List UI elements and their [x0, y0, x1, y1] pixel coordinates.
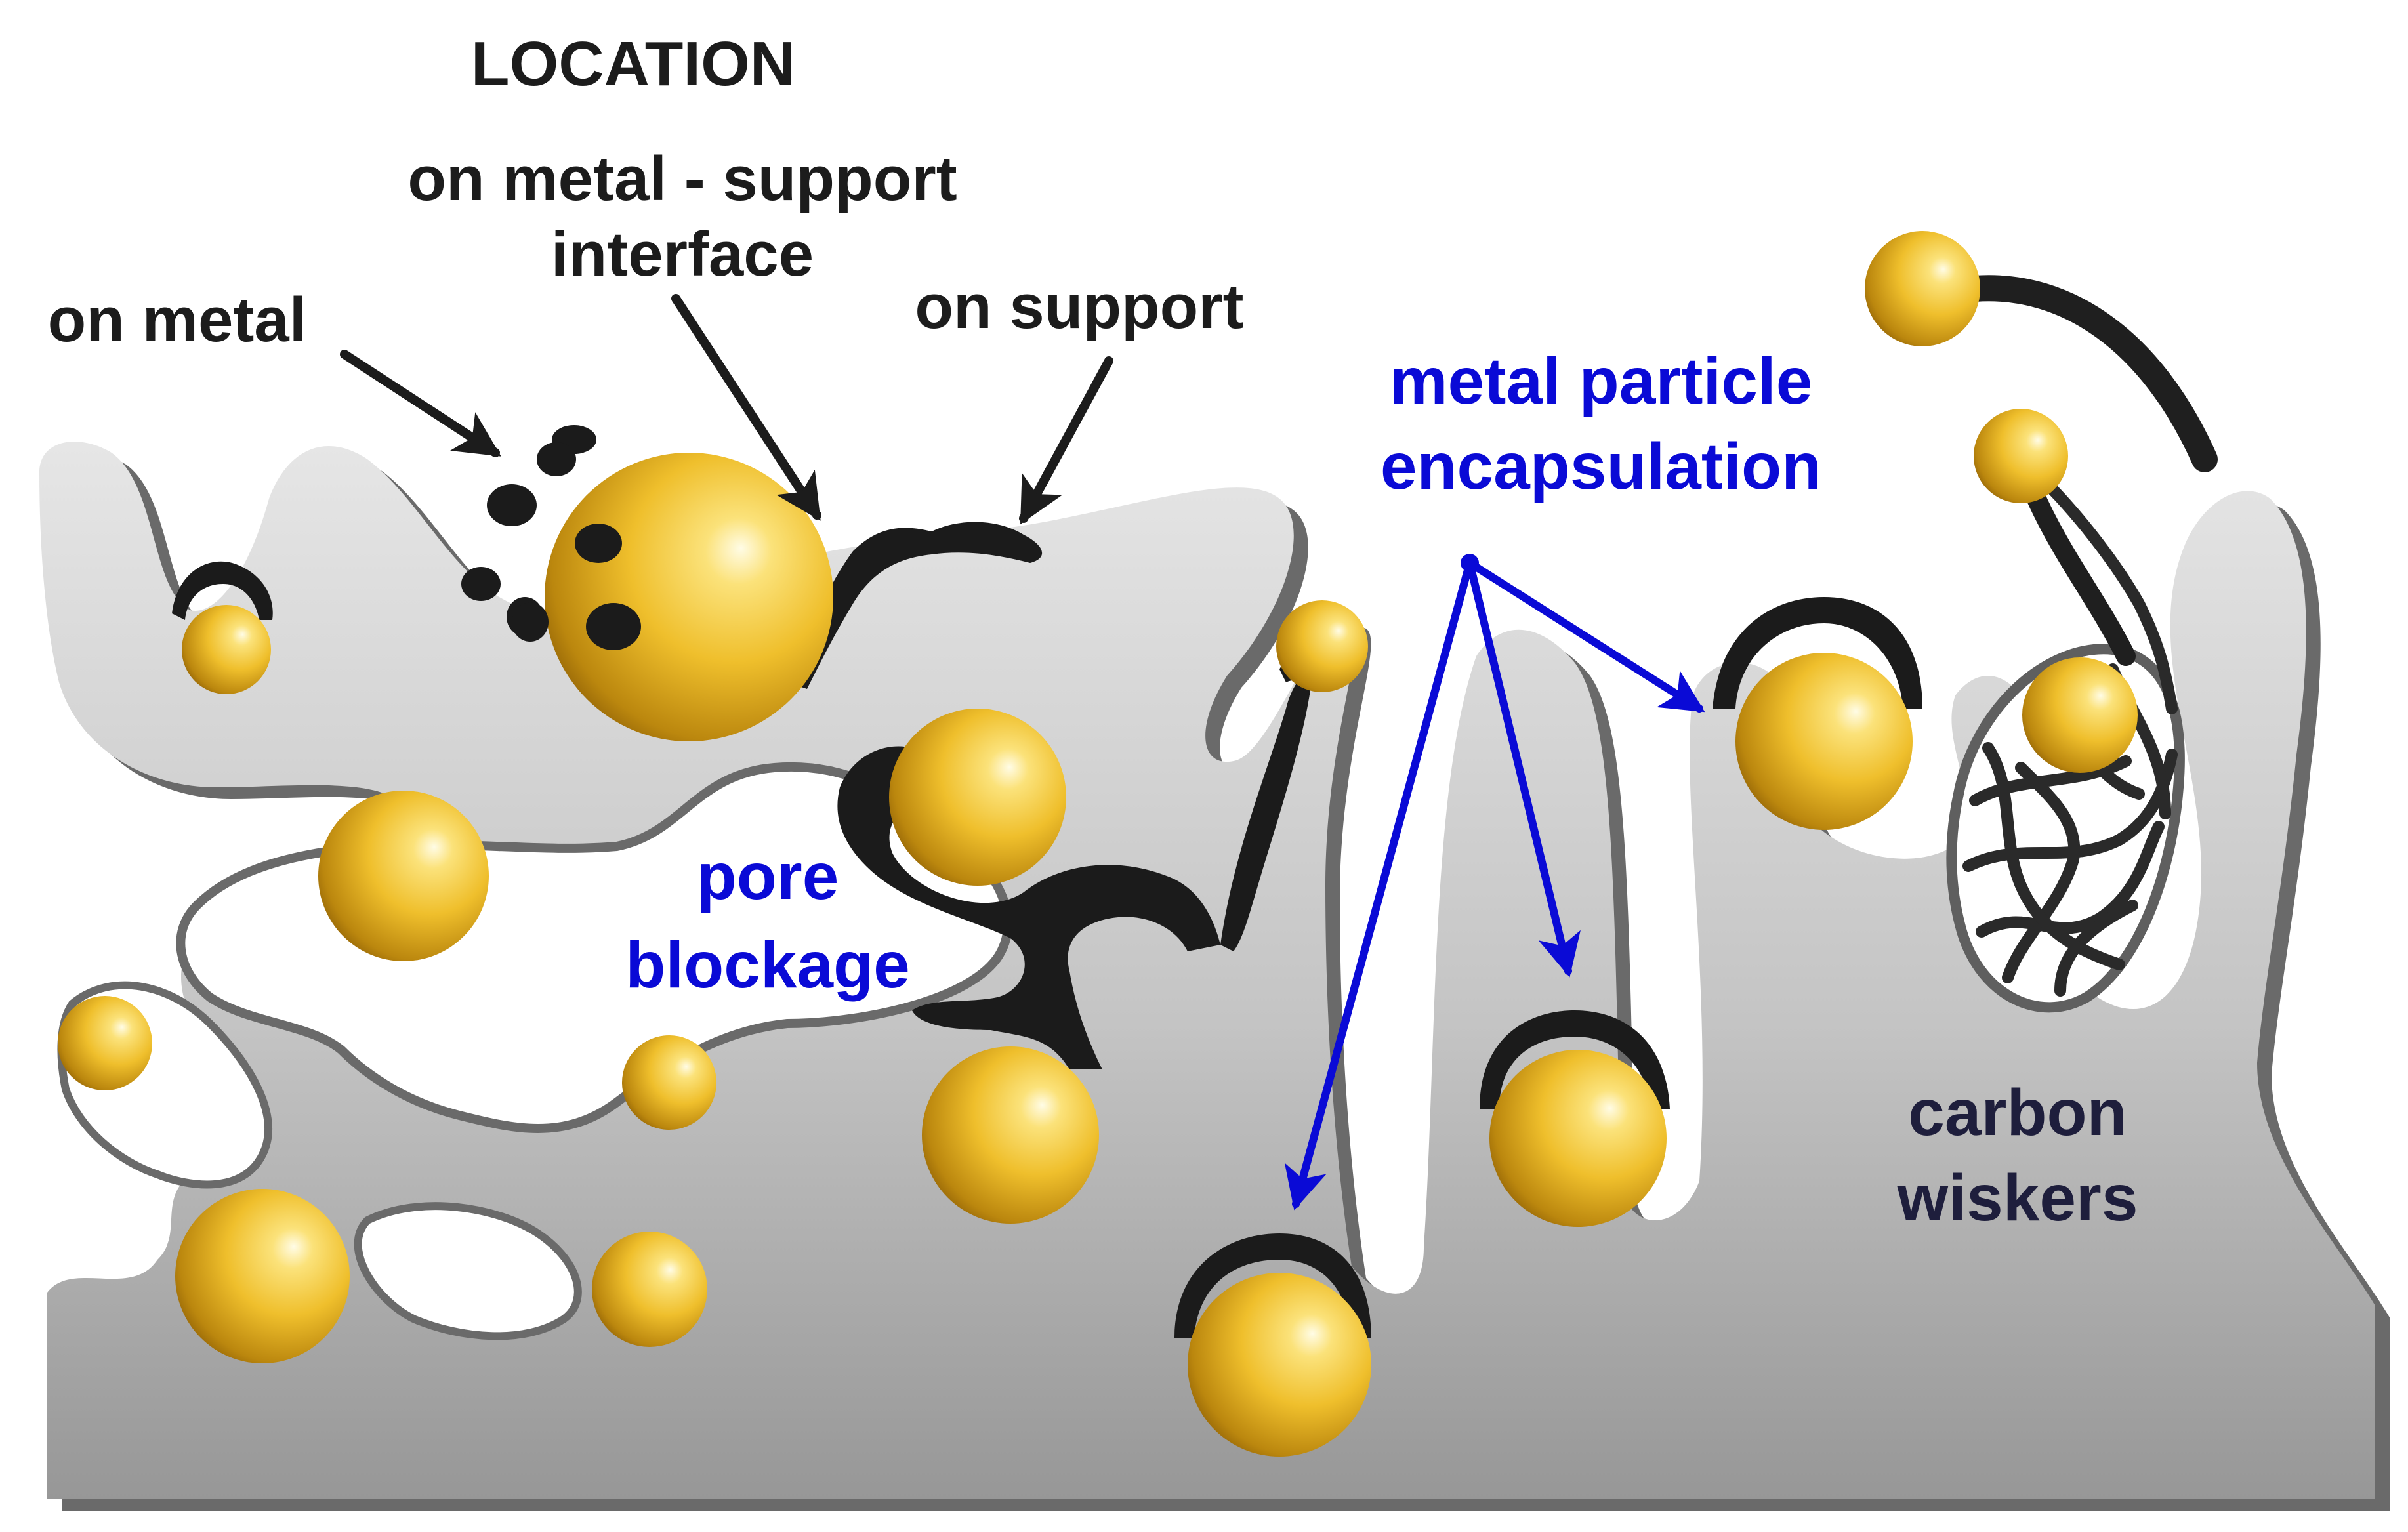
carbon-deposit-icon: [575, 524, 622, 563]
gold-sphere-icon: [2022, 657, 2138, 773]
labels: LOCATION on metal - support interface on…: [48, 29, 2138, 1235]
gold-sphere-icon: [175, 1189, 350, 1363]
coke-deposits: [172, 425, 1922, 1338]
label-carbon-1: carbon: [1908, 1076, 2127, 1149]
arrow-icon: [340, 350, 501, 457]
carbon-deposit-icon: [487, 484, 537, 526]
carbon-deposit-icon: [837, 746, 1220, 1069]
carbon-deposit-icon: [537, 442, 576, 476]
gold-sphere-icon: [1489, 1050, 1667, 1227]
carbon-deposit-icon: [586, 603, 641, 650]
label-on-metal: on metal: [48, 285, 307, 355]
arrow-icon: [1284, 559, 1474, 1211]
label-pore-2: blockage: [625, 928, 910, 1002]
gold-sphere-icon: [1735, 653, 1913, 830]
gold-sphere-icon: [545, 453, 833, 741]
pore-cavity-bottom: [354, 1202, 582, 1340]
label-on-metal-support-1: on metal - support: [407, 144, 957, 214]
gold-sphere-icon: [1974, 409, 2068, 503]
gold-sphere-icon: [1188, 1273, 1371, 1457]
label-on-support: on support: [915, 272, 1243, 342]
arrow-icon: [1466, 559, 1581, 978]
gold-sphere-icon: [58, 996, 152, 1090]
carbon-deposit-icon: [1174, 1233, 1371, 1338]
carbon-deposit-icon: [787, 522, 1043, 689]
gold-sphere-icon: [1276, 600, 1368, 692]
blue-arrows: [1284, 554, 1705, 1211]
label-encapsulation-2: encapsulation: [1380, 430, 1821, 503]
gold-sphere-icon: [889, 709, 1066, 886]
label-pore-1: pore: [697, 840, 839, 913]
gold-sphere-icon: [592, 1232, 707, 1347]
metal-particles: [58, 231, 2138, 1457]
label-on-metal-support-2: interface: [551, 219, 814, 289]
carbon-deposit-icon: [1713, 597, 1922, 709]
carbon-deposit-icon: [512, 602, 549, 642]
gold-sphere-icon: [922, 1046, 1099, 1224]
carbon-deposit-icon: [1480, 1010, 1670, 1109]
arrow-icon: [1019, 356, 1113, 525]
gold-sphere-icon: [318, 791, 489, 961]
gold-sphere-icon: [1865, 231, 1980, 346]
gold-sphere-icon: [182, 605, 271, 694]
label-location: LOCATION: [471, 29, 795, 99]
arrow-icon: [671, 294, 821, 521]
carbon-deposit-icon: [1220, 674, 1312, 951]
label-encapsulation-1: metal particle: [1390, 344, 1813, 418]
carbon-deposit-icon: [461, 567, 501, 601]
coke-on-metal-dots: [512, 524, 641, 650]
carbon-deposit-icon: [172, 561, 273, 620]
label-carbon-2: wiskers: [1897, 1161, 2138, 1235]
arrow-icon: [1466, 559, 1705, 713]
black-arrows: [340, 294, 1113, 525]
gold-sphere-icon: [622, 1035, 716, 1130]
